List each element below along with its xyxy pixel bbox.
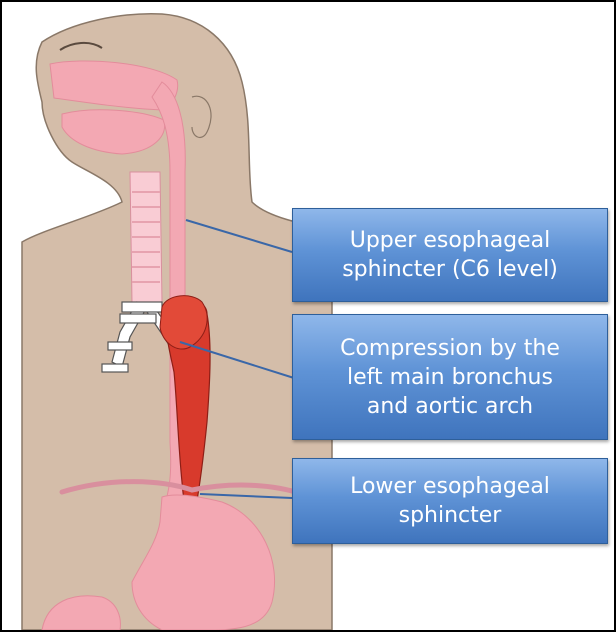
label-lower-line-1: Lower esophageal: [350, 472, 550, 501]
label-upper-line-2: sphincter (C6 level): [342, 255, 558, 284]
label-lower-line-2: sphincter: [350, 501, 550, 530]
label-compression-line-3: and aortic arch: [340, 392, 560, 421]
label-compression-line-2: left main bronchus: [340, 363, 560, 392]
label-upper-esophageal-sphincter: Upper esophageal sphincter (C6 level): [292, 208, 608, 302]
label-compression-line-1: Compression by the: [340, 334, 560, 363]
label-lower-esophageal-sphincter: Lower esophageal sphincter: [292, 458, 608, 544]
label-compression: Compression by the left main bronchus an…: [292, 314, 608, 440]
label-upper-line-1: Upper esophageal: [342, 226, 558, 255]
